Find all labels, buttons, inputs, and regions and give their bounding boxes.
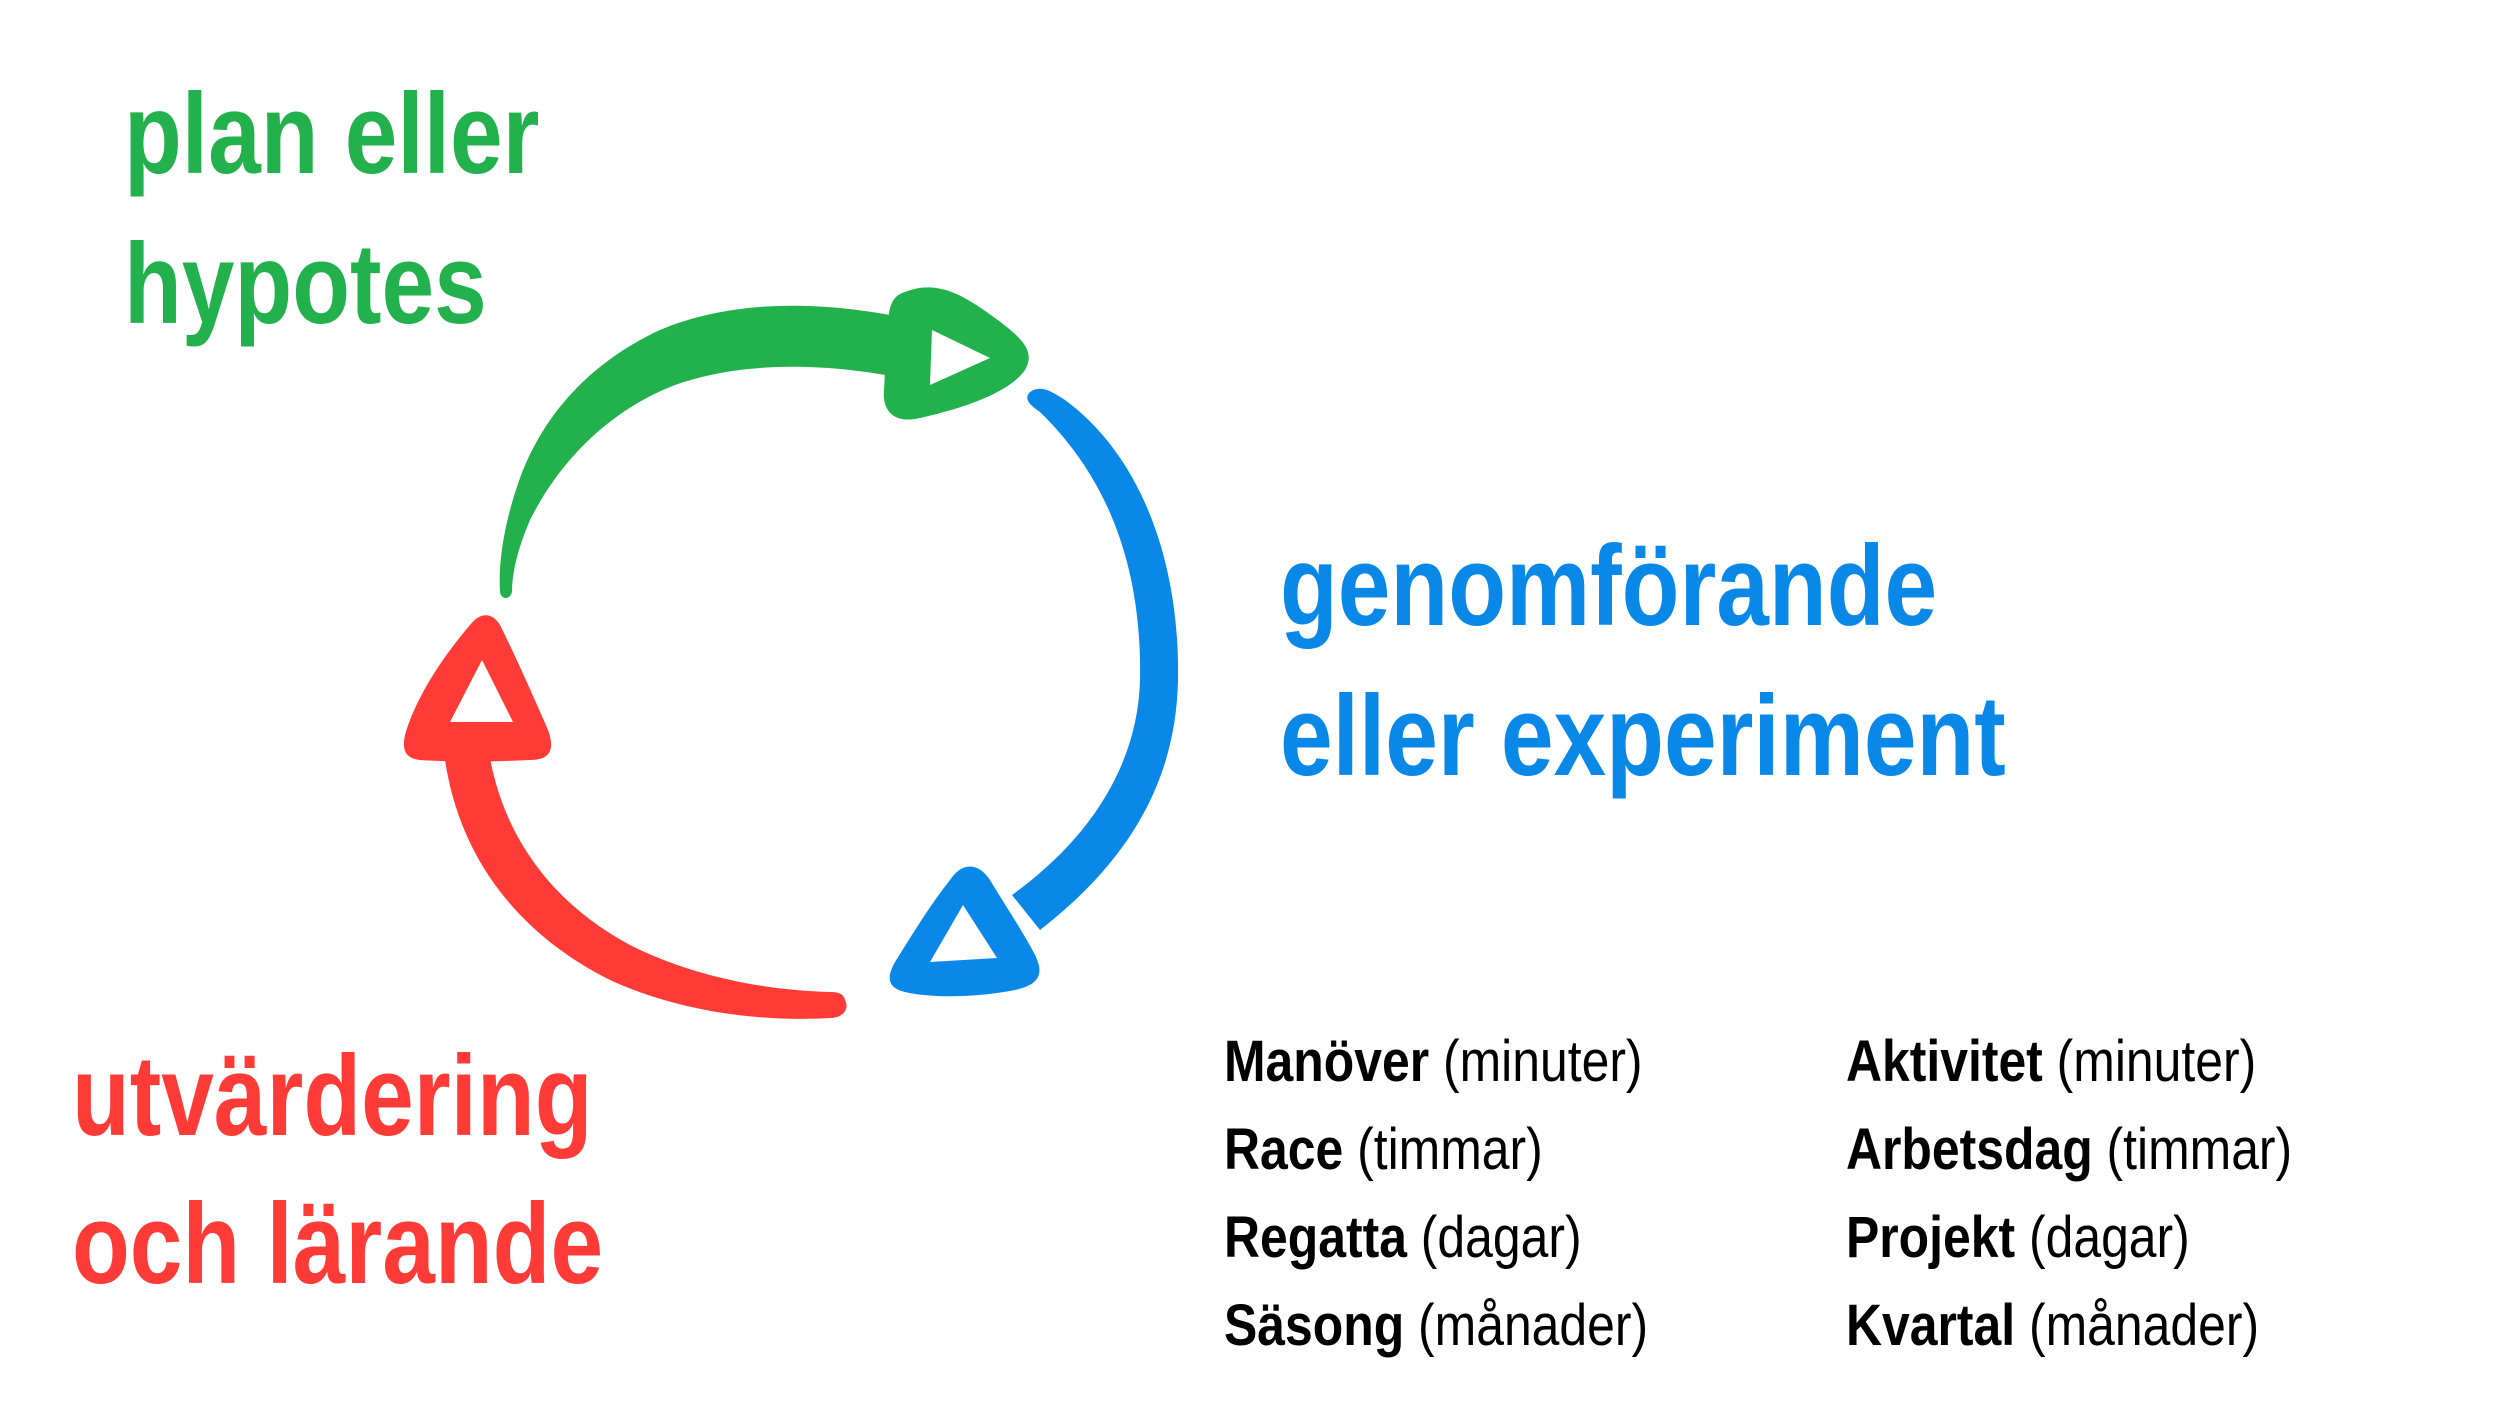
green-arc-body — [499, 305, 905, 598]
timescale-unit: (månader) — [2028, 1293, 2260, 1358]
timescale-item: Manöver (minuter) — [1224, 1033, 1648, 1121]
timescale-item: Race (timmar) — [1224, 1121, 1648, 1209]
green-arrowhead — [883, 287, 1029, 420]
timescale-item: Aktivitet (minuter) — [1846, 1033, 2292, 1121]
timescale-unit: (månader) — [1418, 1293, 1649, 1358]
timescale-unit: (dagar) — [1420, 1205, 1582, 1270]
blue-arc-body — [1012, 388, 1179, 930]
blue-arrowhead — [889, 866, 1040, 997]
timescale-term: Kvartal — [1846, 1293, 2016, 1358]
evaluation-label-line-1: utvärdering — [72, 1033, 593, 1160]
timescale-term: Aktivitet — [1846, 1029, 2043, 1094]
timescale-term: Regatta — [1224, 1205, 1407, 1270]
timescale-term: Race — [1224, 1117, 1344, 1182]
timescale-item: Regatta (dagar) — [1224, 1209, 1648, 1297]
timescale-unit: (minuter) — [2056, 1029, 2257, 1094]
stage-label-plan: plan eller hypotes — [124, 78, 539, 378]
timescale-list-work: Aktivitet (minuter) Arbetsdag (timmar) P… — [1846, 1033, 2292, 1385]
plan-to-execution-arrow — [499, 287, 1029, 598]
timescale-item: Arbetsdag (timmar) — [1846, 1121, 2292, 1209]
timescale-list-sailing: Manöver (minuter) Race (timmar) Regatta … — [1224, 1033, 1648, 1385]
execution-label-line-1: genomförande — [1280, 523, 1938, 650]
execution-label-line-2: eller experiment — [1280, 673, 2006, 800]
timescale-unit: (dagar) — [2028, 1205, 2190, 1270]
timescale-term: Arbetsdag — [1846, 1117, 2093, 1182]
timescale-item: Projekt (dagar) — [1846, 1209, 2292, 1297]
timescale-term: Projekt — [1846, 1205, 2016, 1270]
evaluation-label-line-2: och lärande — [72, 1181, 604, 1308]
stage-label-execution: genomförande eller experiment — [1280, 530, 2006, 830]
execution-to-evaluation-arrow — [889, 388, 1179, 997]
timescale-term: Säsong — [1224, 1293, 1405, 1358]
red-arc-body — [445, 758, 847, 1019]
timescale-unit: (timmar) — [1357, 1117, 1543, 1182]
plan-label-line-1: plan eller — [124, 71, 540, 198]
timescale-item: Kvartal (månader) — [1846, 1297, 2292, 1385]
evaluation-to-plan-arrow — [403, 615, 847, 1019]
timescale-item: Säsong (månader) — [1224, 1297, 1648, 1385]
timescale-unit: (timmar) — [2106, 1117, 2293, 1182]
timescale-term: Manöver — [1224, 1029, 1430, 1094]
plan-label-line-2: hypotes — [124, 221, 487, 348]
red-arrowhead — [403, 615, 552, 762]
stage-label-evaluation: utvärdering och lärande — [72, 1040, 603, 1336]
timescale-unit: (minuter) — [1442, 1029, 1643, 1094]
